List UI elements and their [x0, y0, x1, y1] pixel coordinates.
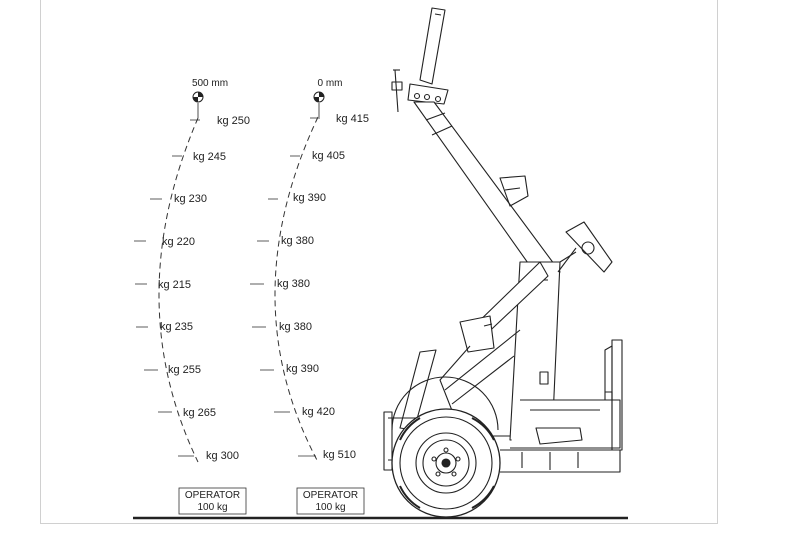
curve-1-offset-label: 500 mm	[192, 78, 228, 89]
operator-box: OPERATOR 100 kg	[178, 487, 247, 515]
svg-text:OPERATOR: OPERATOR	[303, 490, 358, 501]
load-curve-line	[158, 117, 199, 463]
load-label: kg 380	[281, 235, 314, 247]
load-curve-0mm: 0 mm kg 415 kg 405 kg 390 kg 380 kg 380 …	[250, 78, 369, 515]
boom	[413, 101, 561, 281]
load-label: kg 390	[286, 363, 319, 375]
wheel-arch	[391, 376, 499, 431]
curve-1-ticks	[134, 119, 200, 457]
load-label: kg 300	[206, 450, 239, 462]
load-label: kg 405	[312, 150, 345, 162]
arm-tip	[391, 7, 449, 113]
load-curve-line	[274, 116, 319, 463]
load-label: kg 380	[279, 321, 312, 333]
front-wheel	[391, 408, 501, 518]
center-of-gravity-icon	[192, 91, 204, 118]
svg-text:100 kg: 100 kg	[197, 502, 227, 513]
load-label: kg 245	[193, 151, 226, 163]
load-label: kg 215	[158, 279, 191, 291]
load-label: kg 255	[168, 364, 201, 376]
load-label: kg 265	[183, 407, 216, 419]
curve-2-offset-label: 0 mm	[318, 78, 343, 89]
steering-handle	[557, 221, 613, 273]
load-label: kg 510	[323, 449, 356, 461]
load-label: kg 250	[217, 115, 250, 127]
load-curve-500mm: 500 mm kg 250 kg 245 kg 230 kg 220 kg 21…	[134, 78, 250, 515]
operator-box: OPERATOR 100 kg	[296, 487, 365, 515]
chassis	[500, 339, 623, 473]
load-label: kg 415	[336, 113, 369, 125]
svg-text:OPERATOR: OPERATOR	[185, 490, 240, 501]
load-label: kg 390	[293, 192, 326, 204]
loader-machine-drawing	[383, 7, 623, 518]
load-label: kg 380	[277, 278, 310, 290]
load-label: kg 230	[174, 193, 207, 205]
load-label: kg 235	[160, 321, 193, 333]
lift-column	[439, 261, 561, 441]
curve-2-ticks	[250, 117, 320, 457]
load-label: kg 220	[162, 236, 195, 248]
load-label: kg 420	[302, 406, 335, 418]
center-of-gravity-icon	[313, 91, 325, 117]
svg-text:100 kg: 100 kg	[315, 502, 345, 513]
